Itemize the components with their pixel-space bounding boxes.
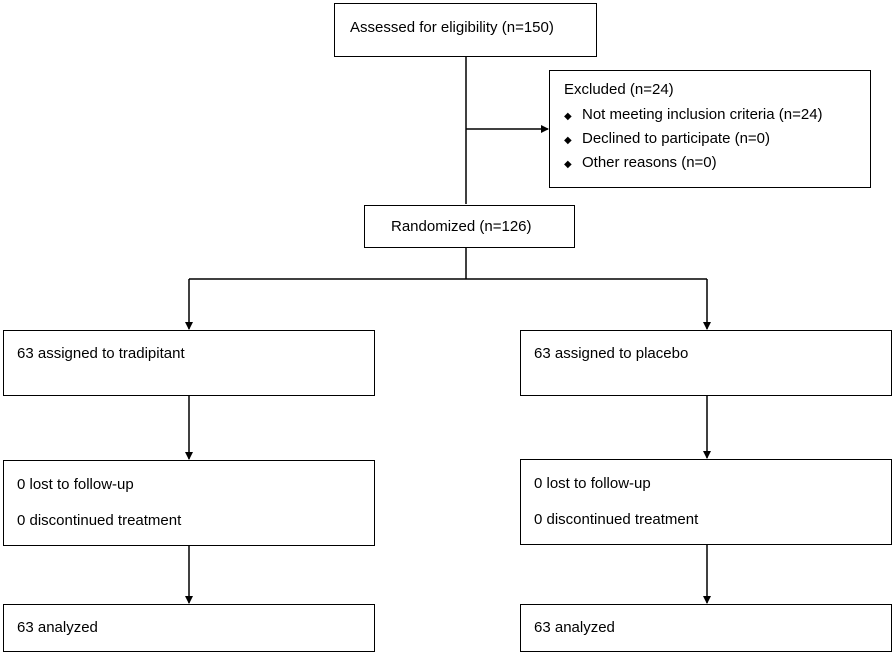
placebo-analyzed-label: 63 analyzed: [534, 619, 615, 636]
assessed-for-eligibility-box: Assessed for eligibility (n=150): [334, 3, 597, 57]
tradipitant-assigned-box: 63 assigned to tradipitant: [3, 330, 375, 396]
tradipitant-assigned-label: 63 assigned to tradipitant: [17, 345, 185, 362]
tradipitant-analyzed-label: 63 analyzed: [17, 619, 98, 636]
placebo-discontinued-label: 0 discontinued treatment: [534, 511, 699, 528]
exclusion-reason-item: ◆ Other reasons (n=0): [564, 151, 870, 175]
assessed-label: Assessed for eligibility (n=150): [350, 19, 554, 36]
placebo-followup-box: 0 lost to follow-up 0 discontinued treat…: [520, 459, 892, 545]
placebo-analyzed-box: 63 analyzed: [520, 604, 892, 652]
exclusion-reason-item: ◆ Not meeting inclusion criteria (n=24): [564, 103, 870, 127]
exclusion-reason-label: Declined to participate (n=0): [582, 130, 771, 147]
exclusion-reason-label: Other reasons (n=0): [582, 154, 717, 171]
randomized-label: Randomized (n=126): [391, 218, 532, 235]
randomized-box: Randomized (n=126): [364, 205, 575, 248]
placebo-assigned-box: 63 assigned to placebo: [520, 330, 892, 396]
tradipitant-followup-box: 0 lost to follow-up 0 discontinued treat…: [3, 460, 375, 546]
excluded-box: Excluded (n=24) ◆ Not meeting inclusion c…: [549, 70, 871, 188]
tradipitant-analyzed-box: 63 analyzed: [3, 604, 375, 652]
diamond-bullet-icon: ◆: [564, 135, 572, 146]
excluded-title: Excluded (n=24): [564, 81, 674, 98]
placebo-lost-label: 0 lost to follow-up: [534, 475, 651, 492]
tradipitant-discontinued-label: 0 discontinued treatment: [17, 512, 182, 529]
diamond-bullet-icon: ◆: [564, 111, 572, 122]
exclusion-reason-label: Not meeting inclusion criteria (n=24): [582, 106, 823, 123]
diamond-bullet-icon: ◆: [564, 159, 572, 170]
tradipitant-lost-label: 0 lost to follow-up: [17, 476, 134, 493]
placebo-assigned-label: 63 assigned to placebo: [534, 345, 689, 362]
exclusion-reason-item: ◆ Declined to participate (n=0): [564, 127, 870, 151]
exclusion-reasons-list: ◆ Not meeting inclusion criteria (n=24) ◆…: [550, 103, 870, 175]
